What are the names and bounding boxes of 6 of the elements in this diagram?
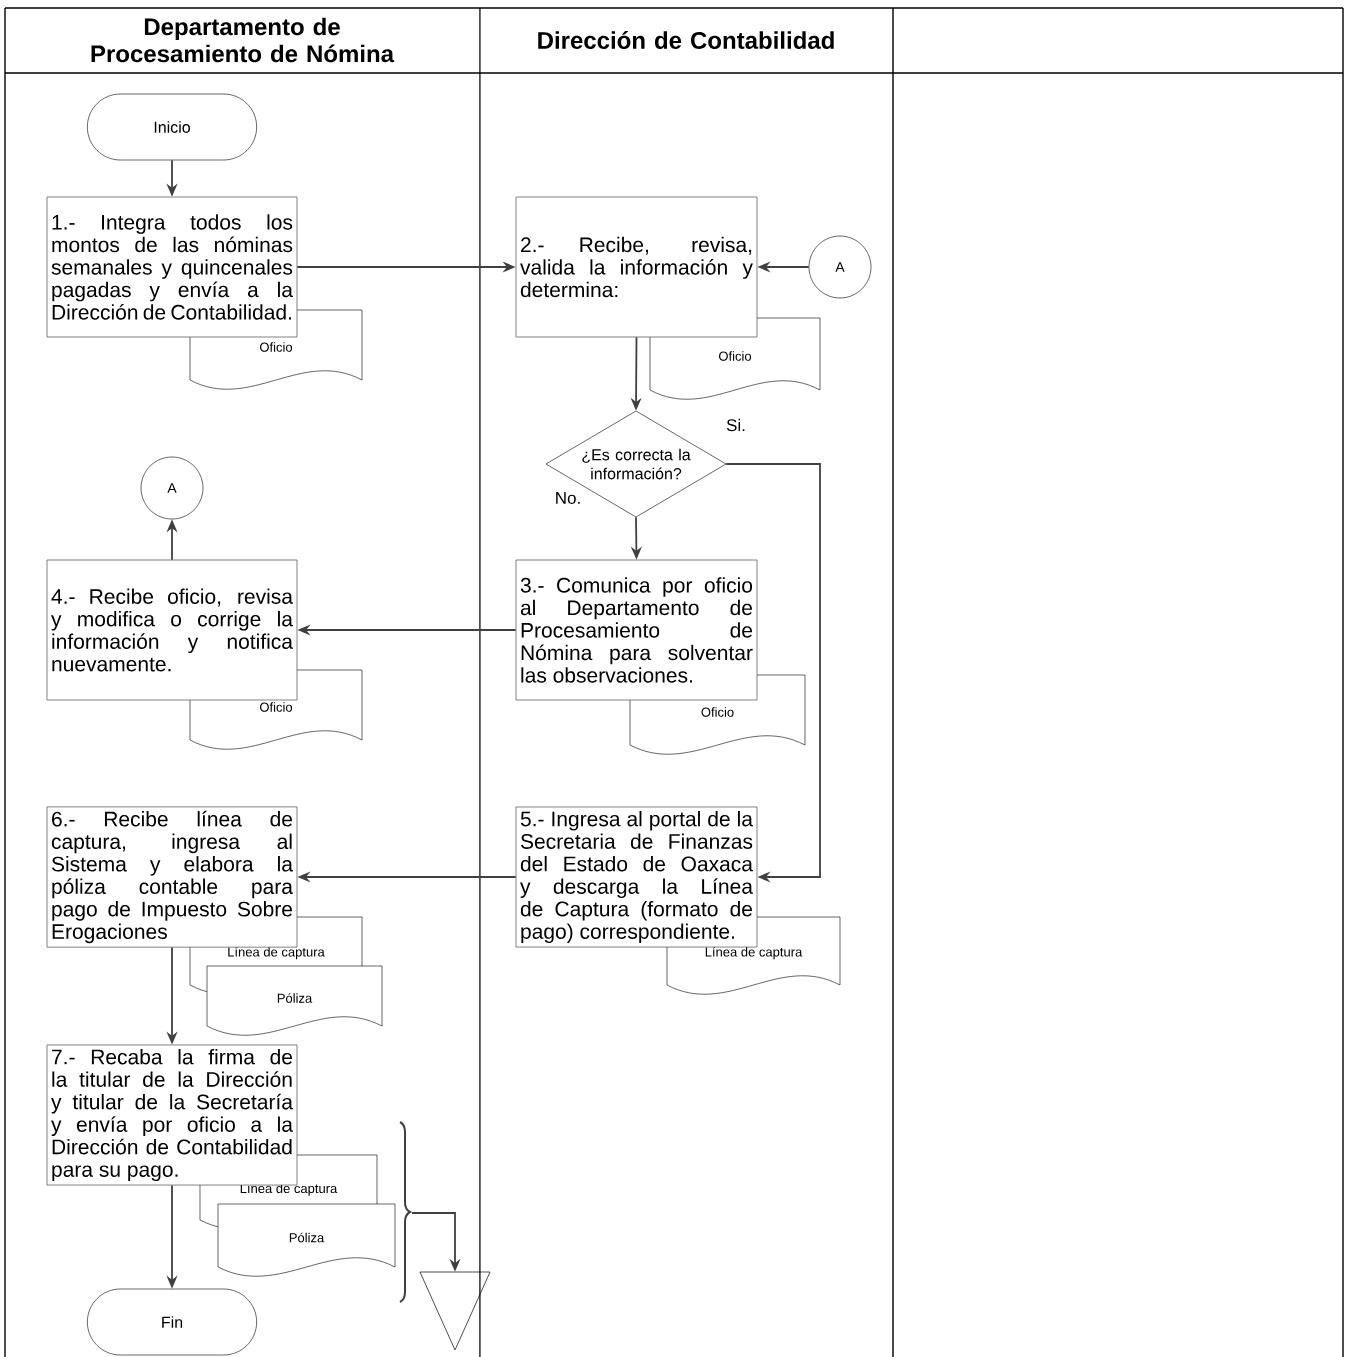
triangle-shape <box>419 1271 491 1351</box>
column-header: Departamento de Procesamiento de Nómina <box>91 17 395 63</box>
column-header: Dirección de Contabilidad <box>538 31 834 49</box>
arrow <box>725 463 821 883</box>
edge-label: Si. <box>725 417 747 433</box>
edge-label: No. <box>553 491 583 505</box>
